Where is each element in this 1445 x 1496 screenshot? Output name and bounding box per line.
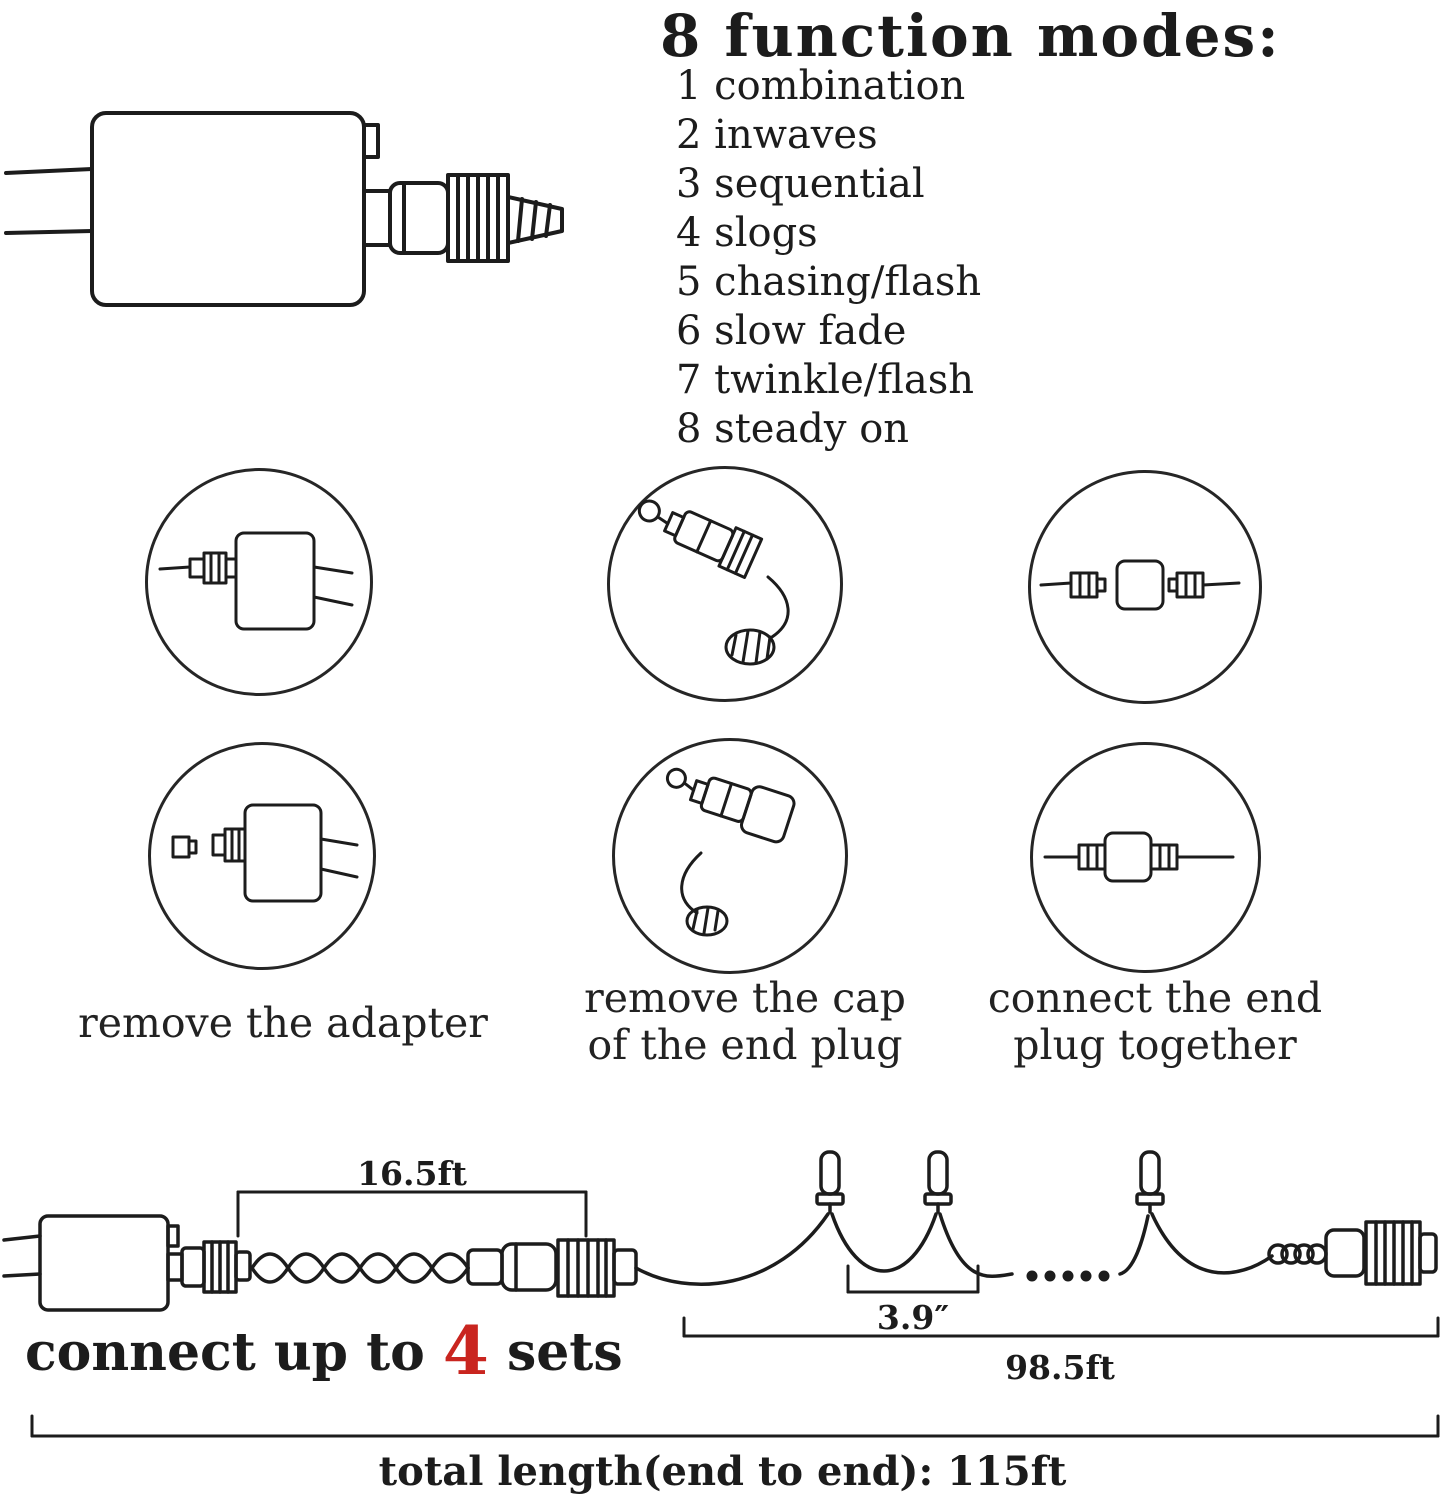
step2-caption-line1: remove the cap (584, 974, 906, 1022)
two-plugs-apart-icon (1039, 559, 1241, 611)
mode-item: 5 chasing/flash (676, 259, 982, 305)
connect-note-prefix: connect up to (25, 1322, 443, 1383)
step2-caption: remove the cap of the end plug (520, 975, 970, 1069)
page-title: 8 function modes: (660, 2, 1281, 70)
string-light-length-diagram (2, 1150, 1440, 1438)
lead-length-label: 16.5ft (357, 1154, 467, 1193)
mode-item: 6 slow fade (676, 308, 907, 354)
step3-circle-top (1028, 470, 1262, 704)
two-plugs-connected-icon (1043, 831, 1235, 883)
total-length-bracket (30, 1414, 1440, 1438)
mode-item: 1 combination (676, 63, 966, 109)
step2-circle-bottom (612, 738, 848, 974)
adapter-with-plug-attached-icon (158, 531, 354, 631)
step2-caption-line2: of the end plug (587, 1021, 903, 1069)
connect-note: connect up to 4 sets (25, 1312, 623, 1390)
step1-caption: remove the adapter (78, 999, 488, 1047)
step3-caption: connect the end plug together (930, 975, 1380, 1069)
lit-length-bracket (682, 1316, 1440, 1338)
end-plug-cap-removed-icon (665, 767, 796, 937)
connect-note-suffix: sets (488, 1322, 623, 1383)
mode-item: 2 inwaves (676, 112, 878, 158)
step3-circle-bottom (1030, 742, 1261, 973)
bulb-spacing-bracket (846, 1264, 980, 1294)
end-plug-with-cap-icon (637, 499, 790, 666)
mode-item: 3 sequential (676, 161, 925, 207)
step3-caption-line2: plug together (1013, 1021, 1297, 1069)
mode-item: 4 slogs (676, 210, 818, 256)
step1-circle-top (145, 468, 373, 696)
total-length-label: total length(end to end): 115ft (378, 1448, 1067, 1495)
mode-item: 7 twinkle/flash (676, 357, 975, 403)
connect-note-count: 4 (442, 1312, 489, 1390)
bulb-spacing-label: 3.9″ (876, 1298, 950, 1337)
mode-item: 8 steady on (676, 406, 910, 452)
lead-length-bracket (236, 1190, 588, 1238)
adapter-with-plug-removed-icon (171, 803, 359, 903)
lit-length-label: 98.5ft (1005, 1348, 1115, 1387)
mode-list: 1 combination 2 inwaves 3 sequential 4 s… (676, 62, 981, 454)
step2-circle-top (607, 466, 843, 702)
power-adapter-illustration (4, 111, 564, 307)
step1-circle-bottom (148, 742, 376, 970)
step3-caption-line1: connect the end (987, 974, 1323, 1022)
